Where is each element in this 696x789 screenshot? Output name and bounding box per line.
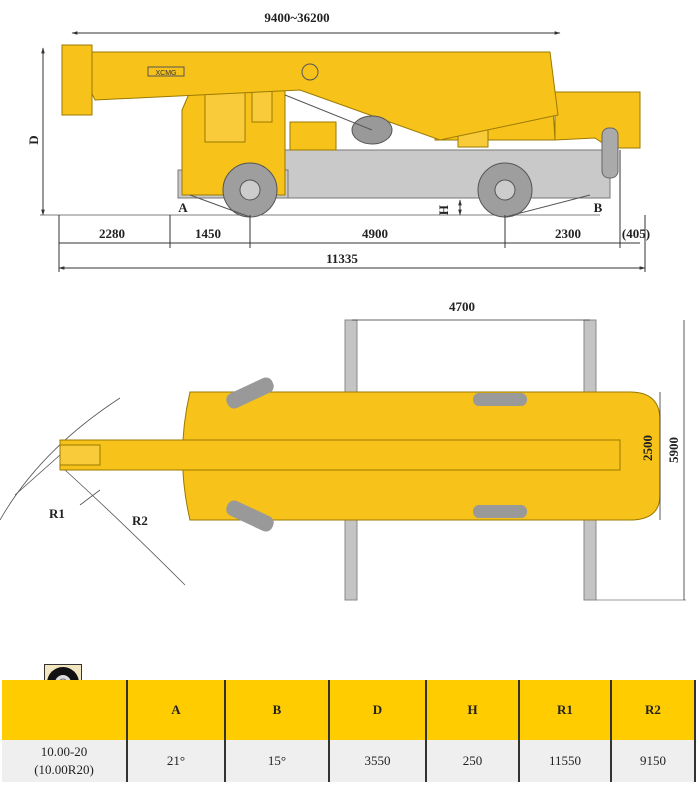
boom-pulley (301, 63, 319, 81)
value-h: 250 (426, 740, 520, 782)
outrigger-long-label: 4700 (449, 299, 475, 314)
header-h: H (426, 680, 520, 740)
tire-size-alt: (10.00R20) (34, 762, 94, 777)
header-r2: R2 (611, 680, 696, 740)
departure-angle-line (504, 194, 591, 218)
radius-r2-arc (64, 469, 186, 586)
width-label: 2500 (640, 435, 655, 461)
boom (71, 51, 559, 141)
height-label: D (26, 135, 41, 144)
rear-left-tire (473, 393, 527, 406)
boom-head (61, 44, 93, 116)
dim-ticks (58, 150, 646, 272)
angle-a-label: A (178, 200, 188, 215)
tire-size-cell: 10.00-20 (10.00R20) (2, 740, 128, 782)
header-b: B (225, 680, 330, 740)
header-a: A (127, 680, 226, 740)
tire-header (2, 680, 128, 740)
brand-logo-text: XCMG (156, 70, 177, 77)
front-left-tire (226, 377, 274, 409)
value-a: 21° (127, 740, 226, 782)
luffing-cylinder (284, 94, 373, 131)
r2-leader (79, 489, 101, 506)
front-hub (239, 179, 261, 201)
boom-top (59, 439, 621, 471)
radius-r1-arc (0, 397, 121, 521)
dim-wheelbase: 4900 (362, 226, 388, 241)
approach-angle-line (189, 194, 251, 218)
table-header-row: A B D H R1 R2 (2, 680, 696, 740)
dim-counterweight: (405) (622, 226, 650, 241)
dim-front-axle: 1450 (195, 226, 221, 241)
dim-rear-overhang: 2300 (555, 226, 581, 241)
r1-leader (14, 454, 61, 496)
r2-label: R2 (132, 513, 148, 528)
tire-size: 10.00-20 (40, 744, 88, 759)
front-right-tire (226, 500, 274, 532)
value-r1: 11550 (519, 740, 612, 782)
rear-hub (494, 179, 516, 201)
outrigger-trans-label: 5900 (666, 437, 681, 463)
value-d: 3550 (329, 740, 427, 782)
brand-logo (147, 66, 185, 77)
top-view: R1 R2 4700 2500 5900 (0, 299, 686, 601)
value-b: 15° (225, 740, 330, 782)
spec-table: A B D H R1 R2 10.00-20 (10.00R20) 21° 15°… (2, 680, 696, 782)
header-r1: R1 (519, 680, 612, 740)
crane-drawing: 9400~36200 D XCMG A B H (0, 10, 686, 601)
boom-length-label: 9400~36200 (264, 10, 329, 25)
spare-tire (601, 127, 619, 179)
side-view: 9400~36200 D XCMG A B H (26, 10, 650, 272)
header-d: D (329, 680, 427, 740)
toolbox (289, 121, 337, 151)
boom-head-top (59, 444, 101, 466)
overall-length-label: 11335 (326, 251, 358, 266)
angle-b-label: B (594, 200, 603, 215)
dim-front-overhang: 2280 (99, 226, 125, 241)
value-r2: 9150 (611, 740, 696, 782)
table-row: 10.00-20 (10.00R20) 21° 15° 3550 250 1155… (2, 740, 696, 782)
chassis (284, 149, 611, 199)
counterweight (554, 91, 641, 149)
cab-door (204, 86, 246, 143)
clearance-label: H (436, 205, 451, 215)
rear-right-tire (473, 505, 527, 518)
r1-label: R1 (49, 506, 65, 521)
